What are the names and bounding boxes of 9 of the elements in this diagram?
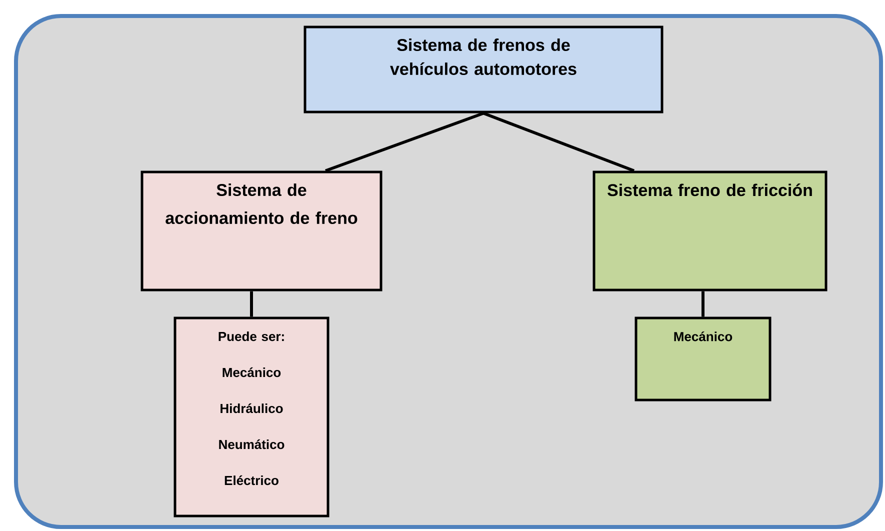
- connector-line: [482, 112, 635, 172]
- title-box: Sistema de frenos de vehículos automotores: [304, 26, 664, 114]
- list-box: Puede ser: Mecánico Hidráulico Neumático Eléctrico: [174, 316, 330, 518]
- connector-line: [250, 291, 253, 317]
- connector-line: [702, 291, 704, 317]
- list-box: Mecánico: [634, 316, 772, 402]
- connector-line: [325, 112, 484, 172]
- category-box: Sistema freno de fricción: [592, 170, 828, 292]
- category-box: Sistema de accionamiento de freno: [140, 170, 382, 292]
